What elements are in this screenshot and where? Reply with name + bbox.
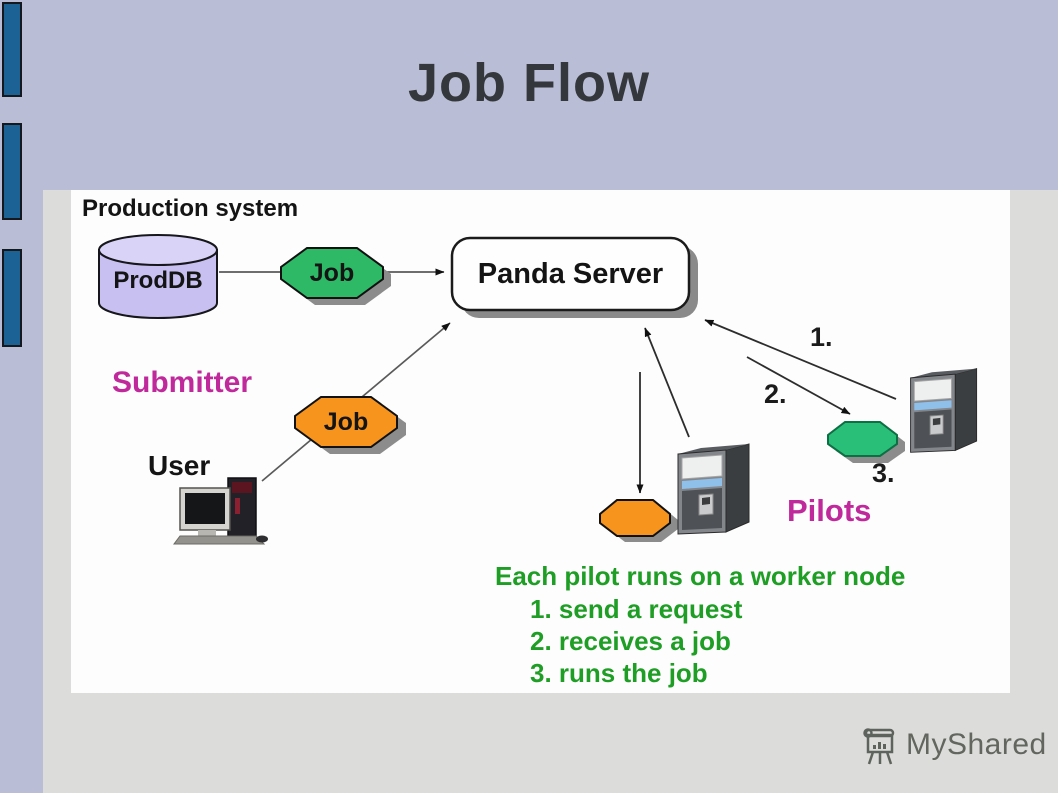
step-2-label: 2. bbox=[764, 379, 787, 409]
step-3-label: 3. bbox=[872, 458, 895, 488]
accent-bar bbox=[2, 249, 22, 347]
job-green-label: Job bbox=[309, 258, 355, 287]
job-orange-label: Job bbox=[323, 407, 369, 436]
step-1-label: 1. bbox=[810, 322, 833, 352]
note-step-2: 2. receives a job bbox=[530, 626, 731, 656]
note-step-1: 1. send a request bbox=[530, 594, 743, 624]
accent-bar bbox=[2, 123, 22, 220]
production-system-label: Production system bbox=[82, 195, 299, 222]
myshared-brand-text: MyShared bbox=[906, 728, 1047, 761]
flipchart-icon bbox=[863, 728, 895, 765]
panda-server-label: Panda Server bbox=[477, 257, 664, 290]
note-title: Each pilot runs on a worker node bbox=[495, 561, 906, 591]
pilots-label: Pilots bbox=[787, 493, 872, 528]
slide-title: Job Flow bbox=[408, 53, 650, 113]
myshared-watermark[interactable]: MyShared bbox=[858, 724, 1047, 766]
note-step-3: 3. runs the job bbox=[530, 658, 708, 688]
submitter-label: Submitter bbox=[112, 366, 253, 399]
user-label: User bbox=[148, 450, 211, 481]
proddb-label: ProdDB bbox=[113, 267, 203, 294]
accent-bar bbox=[2, 2, 22, 97]
